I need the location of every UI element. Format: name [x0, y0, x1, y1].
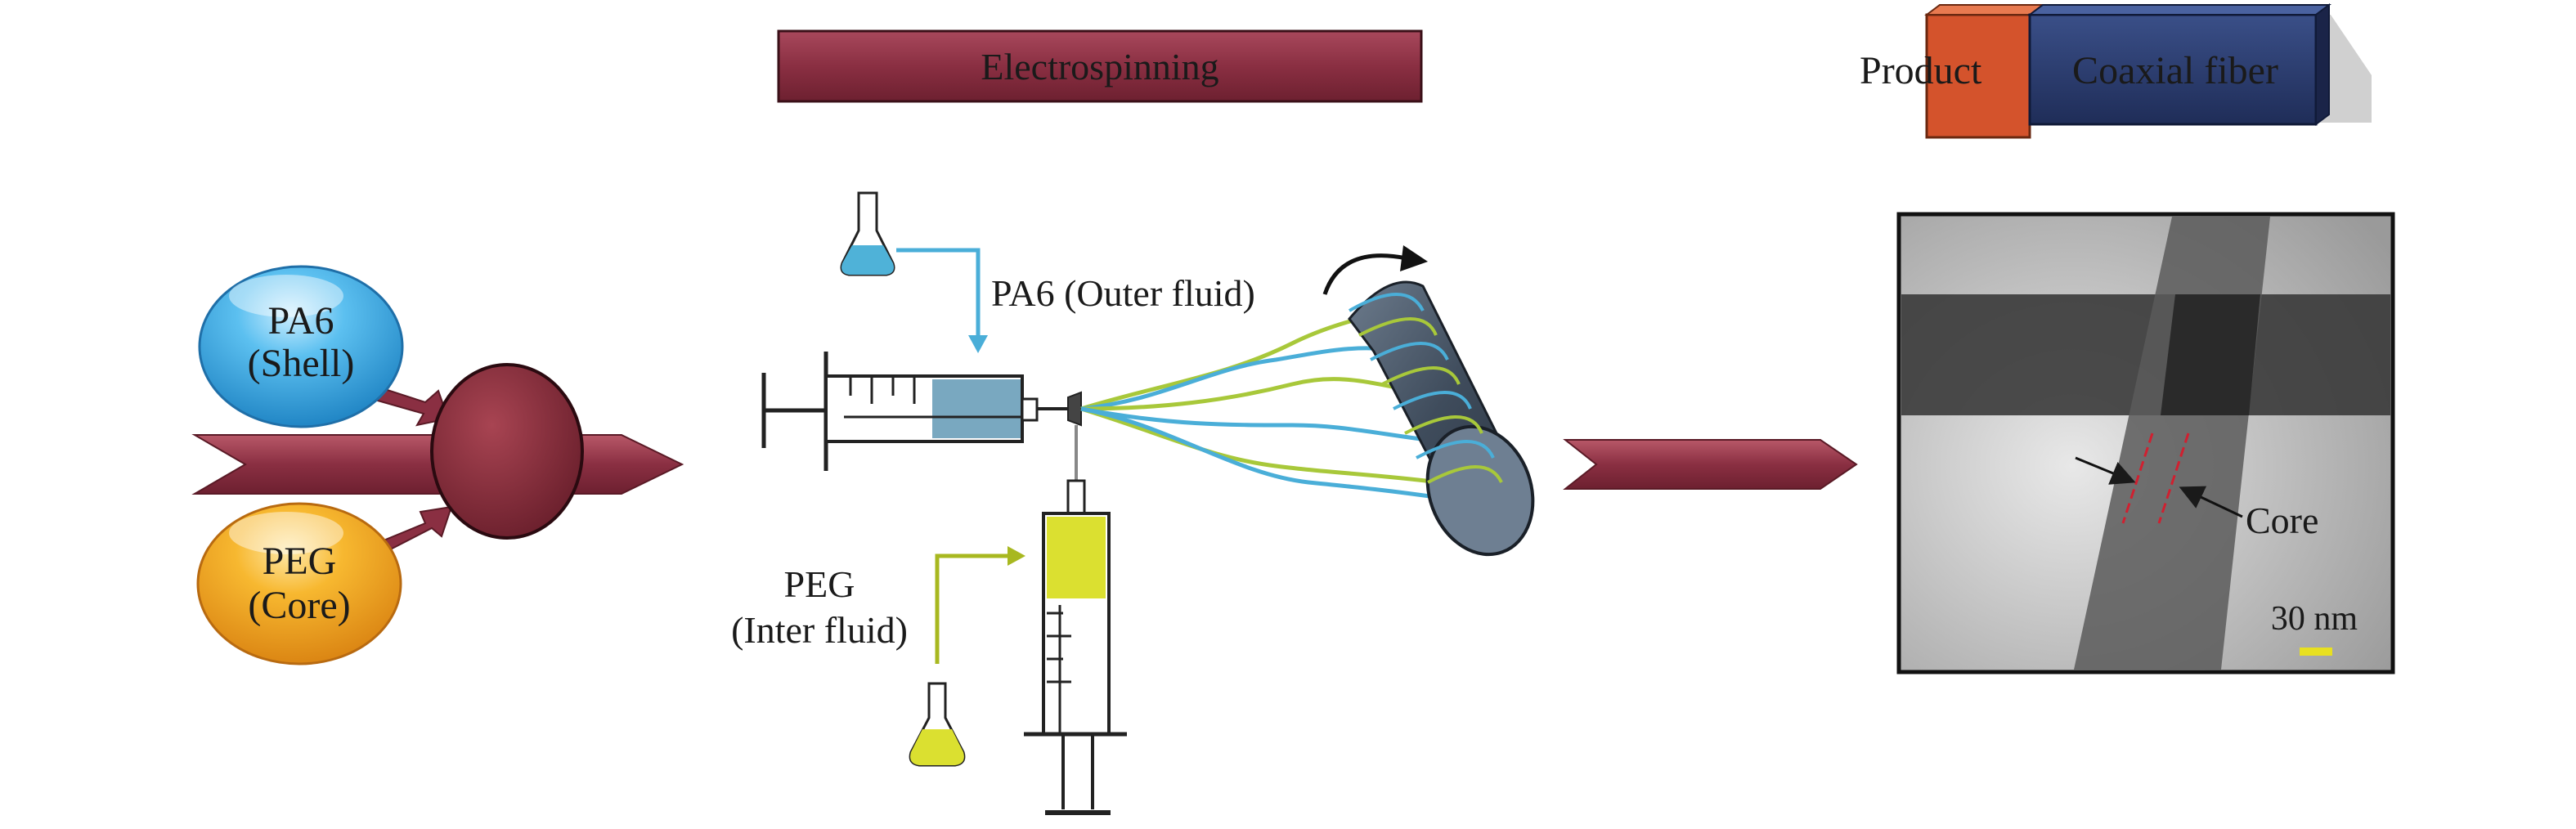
rotation-arrow-icon [1322, 253, 1407, 295]
output-arrow [1563, 439, 1858, 490]
inner-fluid-label-line2: (Inter fluid) [731, 609, 908, 651]
core-label-line1: PEG [263, 540, 337, 583]
product-label: Product [1860, 49, 1982, 92]
pa6-flask-icon [840, 191, 895, 276]
scale-bar-label: 30 nm [2271, 600, 2358, 638]
spun-fibers [1080, 308, 1448, 501]
scale-bar [2300, 648, 2332, 656]
product-legend: Product Coaxial fiber [1860, 3, 2372, 139]
shell-label-line2: (Shell) [248, 342, 355, 385]
product-swatch [1925, 13, 2031, 139]
core-bubble: PEG (Core) [196, 502, 402, 665]
input-stage: PA6 (Shell) PEG (Core) [191, 265, 684, 665]
horizontal-syringe [761, 352, 1082, 471]
apparatus: PA6 (Outer fluid) [731, 191, 1535, 815]
banner-label: Electrospinning [981, 46, 1218, 87]
shell-label-line1: PA6 [268, 299, 334, 343]
electrospinning-banner: Electrospinning [777, 29, 1423, 103]
inner-fluid-label-line1: PEG [784, 563, 855, 605]
coaxial-fiber-label: Coaxial fiber [2072, 49, 2278, 92]
mixing-sphere [430, 363, 584, 540]
collector-drum [1322, 245, 1535, 557]
vertical-syringe [1024, 425, 1127, 815]
peg-flask-icon [909, 682, 966, 767]
outer-fluid-label: PA6 (Outer fluid) [991, 272, 1255, 314]
inner-fluid-line [935, 553, 1011, 664]
tem-micrograph: Core 30 nm [1896, 212, 2395, 674]
shell-bubble: PA6 (Shell) [198, 265, 404, 428]
core-label-line2: (Core) [248, 584, 350, 627]
outer-fluid-line [896, 248, 981, 343]
core-annotation: Core [2246, 500, 2318, 541]
